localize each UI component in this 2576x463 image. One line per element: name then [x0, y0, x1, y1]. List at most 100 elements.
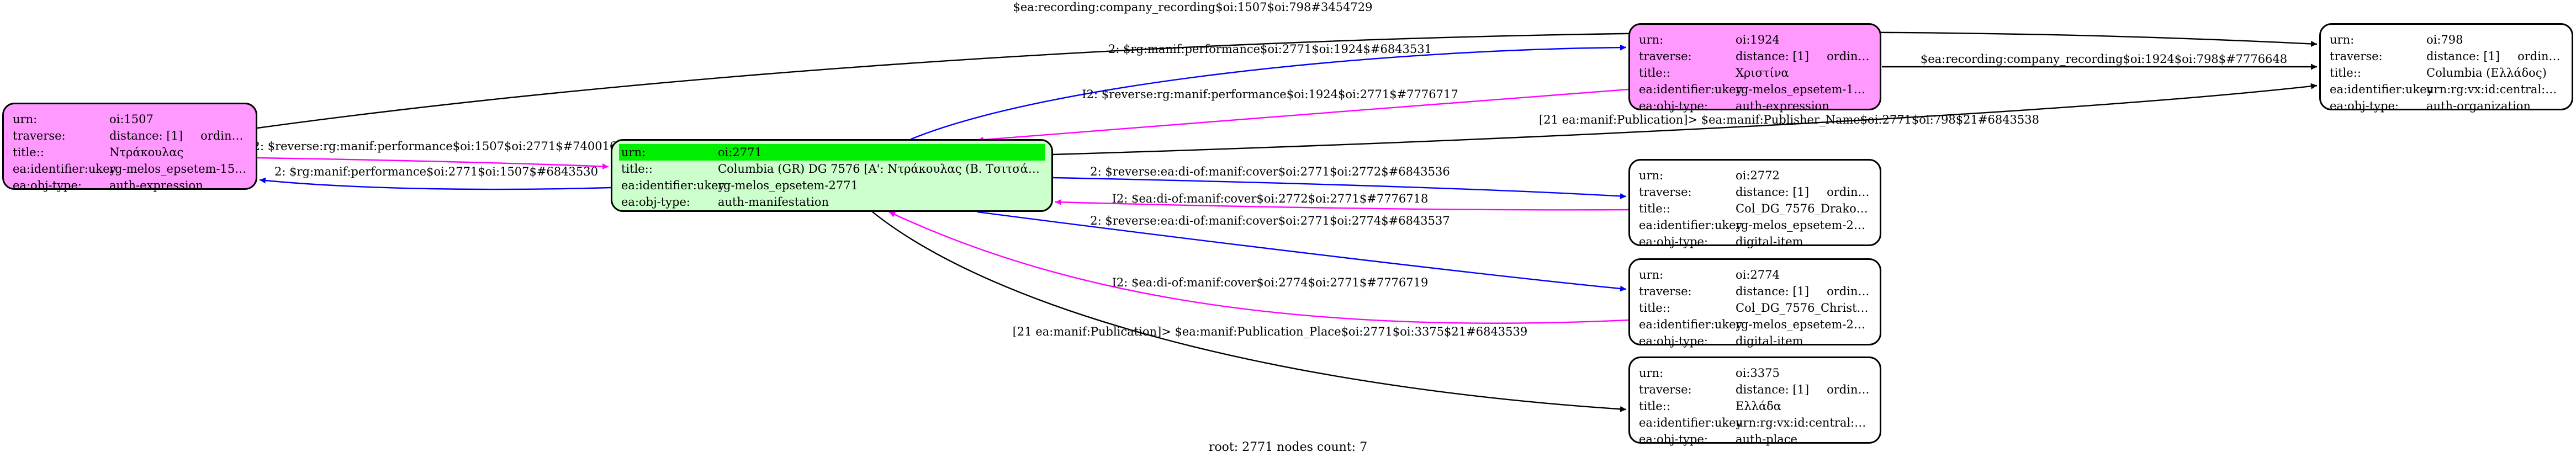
field-key: title:: [2330, 66, 2361, 79]
field-value-text: auth-manifestation [718, 195, 829, 209]
field-key: traverse: [2330, 50, 2383, 63]
node-oi-1924[interactable]: urn: oi:1924 traverse: distance: [1]ordinal… [1628, 23, 1881, 113]
field-key: urn: [1639, 33, 1664, 46]
field-key: ea:obj-type: [1639, 433, 1708, 446]
field-value-text: distance: [1] [2426, 50, 2500, 63]
edge-magenta [977, 88, 1629, 143]
field-value-text: rg-melos_epsetem-1924 [1736, 83, 1871, 96]
edge-magenta [888, 211, 1629, 324]
field-value-text: digital-item [1736, 334, 1803, 348]
field-value-text: Col_DG_7576_Christina [1736, 301, 1871, 315]
footer-summary: root: 2771 nodes count: 7 [1208, 440, 1368, 454]
field-key: ea:identifier:ukey [13, 162, 117, 175]
edge-label: [21 ea:manif:Publication]> $ea:manif:Pub… [1539, 113, 2039, 126]
field-key: title:: [1639, 301, 1670, 315]
node-row: title::Χριστίνα [1639, 65, 1871, 81]
field-value-text: auth-expression [109, 179, 203, 192]
node-row: urn: oi:2771 [619, 144, 1045, 161]
edge-blue [911, 44, 1627, 140]
field-value-text: oi:1507 [109, 113, 154, 126]
edge-magenta [257, 157, 609, 170]
node-oi-2774[interactable]: urn: oi:2774 traverse:distance: [1]ordinal… [1628, 258, 1881, 348]
field-value: rg-melos_epsetem-1924 [1736, 83, 1871, 96]
field-value-text: Χριστίνα [1736, 66, 1789, 79]
field-key: ea:identifier:ukey [2330, 83, 2434, 96]
edge-label: 2: $rg:manif:performance$oi:2771$oi:1924… [1108, 42, 1432, 56]
node-row: traverse:distance: [1]ordinal: 1 [13, 127, 247, 144]
edge-label: 2: $rg:manif:performance$oi:2771$oi:1507… [274, 165, 598, 178]
field-key: traverse: [1639, 50, 1692, 63]
field-value-text: Columbia (GR) DG 7576 [Α': Ντράκουλας (Β… [718, 162, 1043, 175]
field-value: Ντράκουλας [109, 146, 247, 159]
field-ordinal: ordinal: 6 [1827, 383, 1871, 396]
field-value-text: oi:3375 [1736, 366, 1780, 380]
field-key: title:: [1639, 202, 1670, 215]
field-value-text: distance: [1] [1736, 185, 1810, 199]
field-key: traverse: [13, 129, 66, 142]
edge-magenta [1055, 199, 1629, 211]
node-row: title::Col_DG_7576_Drakoulas [1639, 200, 1871, 217]
edge-blue [977, 211, 1627, 292]
field-value: Col_DG_7576_Christina [1736, 301, 1871, 315]
field-value: digital-item [1736, 235, 1871, 248]
node-row: traverse:distance: [1]ordinal: 4 [1639, 283, 1871, 300]
field-value-text: oi:2771 [718, 146, 762, 159]
edge-blue [259, 177, 611, 190]
node-row: title::Columbia (GR) DG 7576 [Α': Ντράκο… [621, 161, 1043, 177]
field-key: ea:identifier:ukey [1639, 318, 1743, 331]
field-key: title:: [1639, 400, 1670, 413]
node-row: ea:obj-type: auth-expression [13, 177, 247, 194]
node-row: urn:oi:2772 [1639, 167, 1871, 184]
field-value: distance: [1]ordinal: 2 [1736, 50, 1871, 63]
field-value-text: distance: [1] [1736, 50, 1810, 63]
field-value-text: distance: [1] [1736, 383, 1810, 396]
field-value: distance: [1]ordinal: 4 [1736, 285, 1871, 298]
field-value-text: distance: [1] [1736, 285, 1810, 298]
field-value: oi:1924 [1736, 33, 1871, 46]
node-row: title::Ντράκουλας [13, 144, 247, 161]
field-value: urn:rg:vx:id:central:1840 [2426, 83, 2563, 96]
field-value: oi:2774 [1736, 268, 1871, 281]
node-row: title::Columbia (Ελλάδος) [2330, 65, 2563, 81]
field-value-text: auth-expression [1736, 99, 1829, 113]
field-value-text: Ντράκουλας [109, 146, 184, 159]
field-value: rg-melos_epsetem-2771 [718, 179, 1043, 192]
edge-blue [1052, 177, 1627, 199]
field-key: ea:obj-type: [621, 195, 690, 209]
node-row: ea:obj-type:auth-place [1639, 431, 1871, 448]
node-row: ea:obj-type: auth-manifestation [621, 194, 1043, 210]
field-value-text: oi:798 [2426, 33, 2463, 46]
field-key: ea:obj-type: [1639, 334, 1708, 348]
field-key: ea:obj-type: [13, 179, 82, 192]
field-value: distance: [1] ordinal: 6 [1736, 383, 1871, 396]
field-key: urn: [621, 146, 646, 159]
field-value: rg-melos_epsetem-2772 [1736, 219, 1871, 232]
field-value: Χριστίνα [1736, 66, 1871, 79]
node-row: traverse: distance: [1]ordinal: 2 [1639, 48, 1871, 65]
node-row: urn: oi:2774 [1639, 267, 1871, 283]
node-row: urn:oi:1507 [13, 111, 247, 127]
field-key: urn: [1639, 268, 1664, 281]
field-ordinal: ordinal: 3 [1827, 185, 1871, 199]
field-key: ea:identifier:ukey [1639, 83, 1743, 96]
node-row: ea:obj-type:digital-item [1639, 233, 1871, 250]
edge-black [872, 211, 1627, 412]
field-value: distance: [1] ordinal: 3 [1736, 185, 1871, 199]
node-row: traverse:distance: [1]ordinal: 5 [2330, 48, 2563, 65]
edge-label: I2: $reverse:rg:manif:performance$oi:150… [248, 140, 624, 153]
field-key: urn: [1639, 169, 1664, 182]
field-ordinal: ordinal: 1 [200, 129, 247, 142]
field-value-text: Ελλάδα [1736, 400, 1781, 413]
field-value: rg-melos_epsetem-1507 [109, 162, 247, 175]
field-key: urn: [2330, 33, 2355, 46]
field-value-text: urn:rg:vx:id:central:1840 [2426, 83, 2563, 96]
